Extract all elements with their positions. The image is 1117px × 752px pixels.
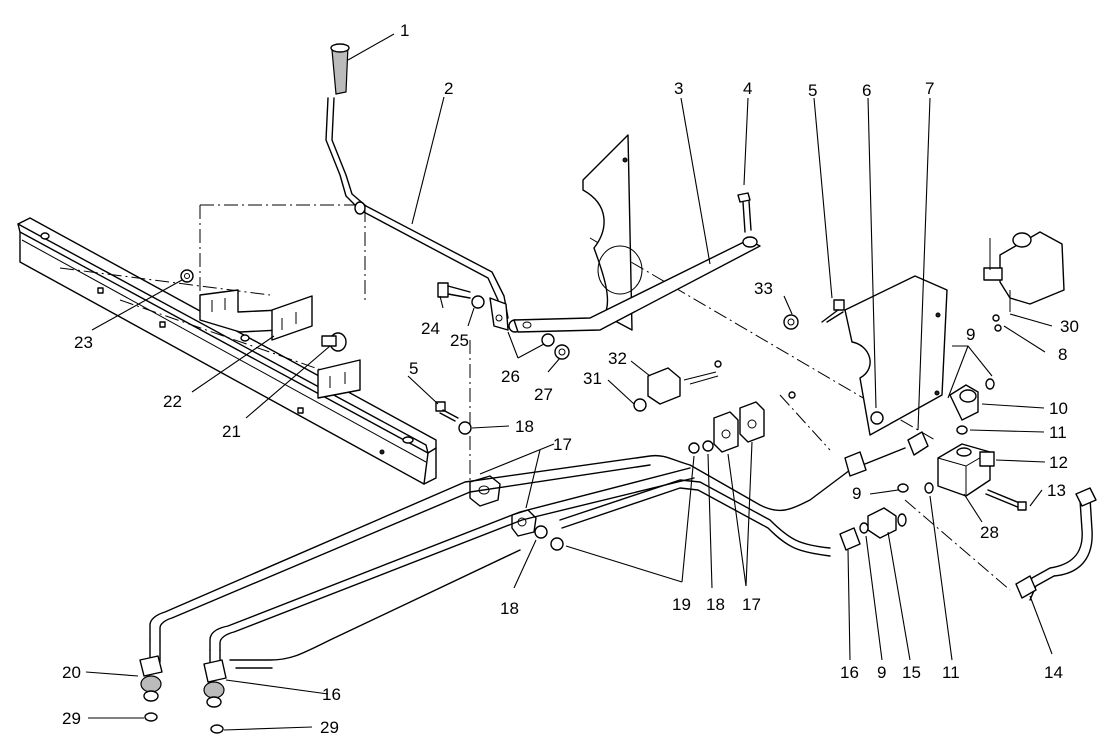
washer-9-mid xyxy=(897,483,909,493)
callout-20: 20 xyxy=(62,663,81,682)
bolt-5-left xyxy=(435,401,459,422)
callout-25: 25 xyxy=(450,331,469,350)
callout-11-upper: 11 xyxy=(1049,423,1067,442)
callout-4: 4 xyxy=(743,79,752,98)
callout-2: 2 xyxy=(444,79,453,98)
callout-27: 27 xyxy=(534,385,553,404)
spacer-25 xyxy=(471,295,485,309)
callout-14: 14 xyxy=(1044,663,1063,682)
nut-27 xyxy=(554,344,570,360)
callout-17-left: 17 xyxy=(553,435,572,454)
callout-6: 6 xyxy=(862,81,871,100)
fitting-20 xyxy=(139,655,163,702)
callout-23: 23 xyxy=(74,333,93,352)
leader-lines xyxy=(85,33,1053,731)
bolt-24 xyxy=(437,282,471,299)
hydraulic-lines xyxy=(149,447,906,669)
callout-5-left: 5 xyxy=(409,359,418,378)
fitting-16-lower xyxy=(839,527,861,551)
pin-21 xyxy=(321,332,347,352)
knob-1 xyxy=(330,43,350,95)
callout-labels: 1 2 3 4 5 6 7 9 30 8 10 11 12 13 9 28 16… xyxy=(62,21,1079,737)
callout-11-lower: 11 xyxy=(942,663,960,682)
callout-7: 7 xyxy=(925,79,934,98)
shift-lever-2 xyxy=(325,97,509,331)
callout-9-mid: 9 xyxy=(852,484,861,503)
callout-18-upper: 18 xyxy=(515,417,534,436)
callout-17-right: 17 xyxy=(742,595,761,614)
callout-5-right: 5 xyxy=(808,81,817,100)
callout-19: 19 xyxy=(672,595,691,614)
shift-rod-3 xyxy=(513,236,761,333)
clamp-17-left-upper xyxy=(469,475,501,507)
o-ring-11-lower xyxy=(924,482,934,494)
callout-15: 15 xyxy=(902,663,921,682)
callout-3: 3 xyxy=(674,79,683,98)
clamp-17-right-b xyxy=(739,401,765,443)
callout-18-left: 18 xyxy=(500,599,519,618)
callout-33: 33 xyxy=(754,279,773,298)
slotted-plate-22 xyxy=(271,295,313,341)
washer-9-upper xyxy=(985,378,995,390)
o-rings-29 xyxy=(144,712,224,734)
nut-23 xyxy=(180,269,194,283)
fitting-15 xyxy=(867,507,907,539)
fitting-16-right xyxy=(844,451,867,477)
callout-13: 13 xyxy=(1047,481,1066,500)
fitting-31-32 xyxy=(633,360,796,412)
callout-31: 31 xyxy=(583,369,602,388)
line-14 xyxy=(1015,487,1097,601)
washer-9-lower xyxy=(859,522,869,534)
bolt-5-right xyxy=(821,299,845,323)
callout-24: 24 xyxy=(421,319,440,338)
block-12 xyxy=(937,443,995,497)
nut-33 xyxy=(783,314,799,330)
callout-32: 32 xyxy=(608,349,627,368)
callout-22: 22 xyxy=(163,392,182,411)
callout-18-right: 18 xyxy=(706,595,725,614)
reference-lines xyxy=(59,204,1011,591)
washer-6 xyxy=(870,411,884,425)
callout-28: 28 xyxy=(980,523,999,542)
callout-9-lower: 9 xyxy=(877,663,886,682)
washers-18-19 xyxy=(458,421,714,551)
callout-21: 21 xyxy=(222,422,241,441)
clamp-17-right-a xyxy=(713,411,739,453)
callout-29-left: 29 xyxy=(62,709,81,728)
callout-29-right: 29 xyxy=(320,718,339,737)
callout-1: 1 xyxy=(400,21,409,40)
callout-10: 10 xyxy=(1049,399,1068,418)
slotted-bracket-left xyxy=(199,289,281,333)
elbow-fitting-10 xyxy=(949,384,979,421)
bolt-4 xyxy=(737,192,752,233)
spacer-7 xyxy=(907,431,929,456)
callout-16-left: 16 xyxy=(322,685,341,704)
bolt-13 xyxy=(985,489,1027,511)
callout-8: 8 xyxy=(1058,345,1067,364)
valve-assembly-30 xyxy=(983,231,1065,332)
callout-9-upper: 9 xyxy=(966,325,975,344)
right-plate xyxy=(844,275,948,436)
callout-30: 30 xyxy=(1060,317,1079,336)
callout-16-lower: 16 xyxy=(840,663,859,682)
callout-12: 12 xyxy=(1049,453,1068,472)
callout-26: 26 xyxy=(501,367,520,386)
o-ring-11-upper xyxy=(956,425,968,435)
frame-rail xyxy=(17,217,437,485)
fitting-16-left xyxy=(203,659,227,708)
lower-bracket xyxy=(317,359,361,399)
